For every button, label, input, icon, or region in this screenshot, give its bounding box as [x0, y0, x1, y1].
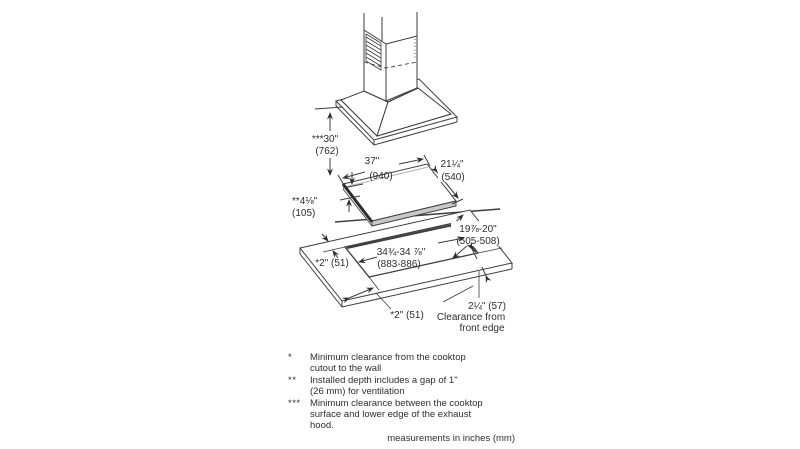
footnote-3-line-3: hood. — [310, 420, 334, 432]
dim-side-clearance: *2" (51) — [341, 276, 424, 321]
dim-cooktop-height-mm: (105) — [292, 208, 315, 219]
footnote-3: *** Minimum clearance between the cookto… — [288, 398, 528, 432]
dim-front-clearance: 2¼" (57) Clearance from front edge — [437, 241, 506, 334]
dim-cooktop-width-mm: (940) — [369, 171, 392, 182]
dim-side-clearance-label: *2" (51) — [390, 310, 424, 321]
dim-cutout-depth-inches: 19⅞-20" — [459, 224, 497, 235]
footnote-1-line-1: Minimum clearance from the cooktop — [310, 352, 466, 363]
footnote-3-marker: *** — [288, 397, 301, 409]
dim-cooktop-height-inches: **4⅛" — [292, 196, 318, 207]
footnote-2-marker: ** — [288, 374, 297, 386]
dim-cooktop-depth: 21¼" (540) — [430, 158, 470, 205]
dim-front-clearance-note2: front edge — [459, 323, 504, 334]
dim-back-clearance-label: *2" (51) — [315, 258, 349, 269]
footnote-3-line-1: Minimum clearance between the cooktop — [310, 397, 483, 409]
footnote-1-line-2: cutout to the wall — [310, 363, 382, 375]
dim-front-clearance-label: 2¼" (57) — [468, 300, 506, 312]
dim-cooktop-depth-mm: (540) — [441, 172, 464, 183]
footnotes: * Minimum clearance from the cooktop cut… — [288, 352, 528, 432]
cooktop — [341, 163, 457, 227]
dim-cutout-depth-mm: (505-508) — [456, 236, 499, 247]
footnote-1-text: Minimum clearance from the cooktop cutou… — [310, 352, 528, 375]
footnote-1: * Minimum clearance from the cooktop cut… — [288, 352, 528, 375]
footnote-2: ** Installed depth includes a gap of 1" … — [288, 375, 528, 398]
dim-cutout-width: 34¾-34 ⅞" (883-886) — [358, 236, 465, 270]
footnote-2-line-1: Installed depth includes a gap of 1" — [310, 374, 458, 386]
footnote-3-text: Minimum clearance between the cooktop su… — [310, 398, 528, 432]
dim-back-clearance: *2" (51) — [315, 233, 349, 269]
footnote-1-marker: * — [288, 352, 293, 363]
footnote-2-text: Installed depth includes a gap of 1" (26… — [310, 375, 528, 398]
dim-cutout-width-inches: 34¾-34 ⅞" — [377, 247, 426, 258]
dim-cutout-width-mm: (883-886) — [377, 259, 420, 270]
dim-hood-clearance-mm: (762) — [315, 146, 338, 157]
dim-cooktop-width-inches: 37" — [365, 156, 380, 167]
dim-cooktop-depth-inches: 21¼" — [440, 158, 463, 170]
dim-hood-clearance-inches: ***30" — [312, 134, 339, 145]
dim-front-clearance-note1: Clearance from — [437, 312, 505, 323]
exhaust-hood — [335, 12, 458, 146]
dim-cooktop-height: **4⅛" (105) — [292, 172, 364, 219]
hood-chimney — [363, 12, 418, 102]
footnote-2-line-2: (26 mm) for ventilation — [310, 386, 405, 398]
dim-cooktop-width: 37" (940) — [337, 154, 431, 186]
footnote-3-line-2: surface and lower edge of the exhaust — [310, 409, 472, 421]
dim-hood-clearance: ***30" (762) — [312, 106, 344, 176]
vent-grille-icon — [365, 33, 382, 71]
units-note: measurements in inches (mm) — [387, 433, 515, 444]
